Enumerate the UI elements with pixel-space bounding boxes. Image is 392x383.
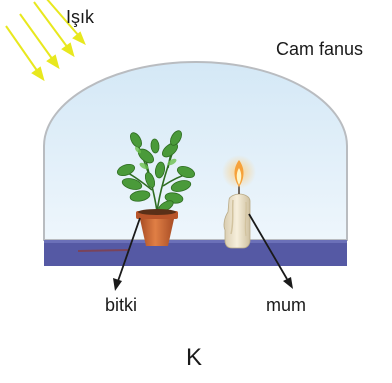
glass-jar-label: Cam fanus xyxy=(276,39,364,59)
sun-ray-icon xyxy=(5,25,45,82)
arrow-icon xyxy=(117,217,141,282)
plant-arrow xyxy=(113,217,141,291)
flower-pot xyxy=(136,209,178,246)
candle-arrow xyxy=(248,213,293,289)
base-plate xyxy=(44,240,347,266)
arrow-head xyxy=(283,277,293,289)
light-label: Işık xyxy=(66,7,95,27)
flame-icon xyxy=(222,155,256,189)
candle-label: mum xyxy=(266,295,306,315)
sun-ray-icon xyxy=(46,0,86,46)
plant-icon xyxy=(116,130,196,213)
plant-label: bitki xyxy=(105,295,138,315)
glass-jar xyxy=(43,60,348,241)
arrow-icon xyxy=(248,213,288,280)
arrow-head xyxy=(113,278,122,291)
light-rays xyxy=(5,0,86,82)
candle-icon xyxy=(223,186,251,249)
base-edge xyxy=(44,240,347,243)
sun-ray-icon xyxy=(19,13,60,70)
experiment-label: K xyxy=(186,344,203,371)
sun-ray-icon xyxy=(33,1,75,58)
